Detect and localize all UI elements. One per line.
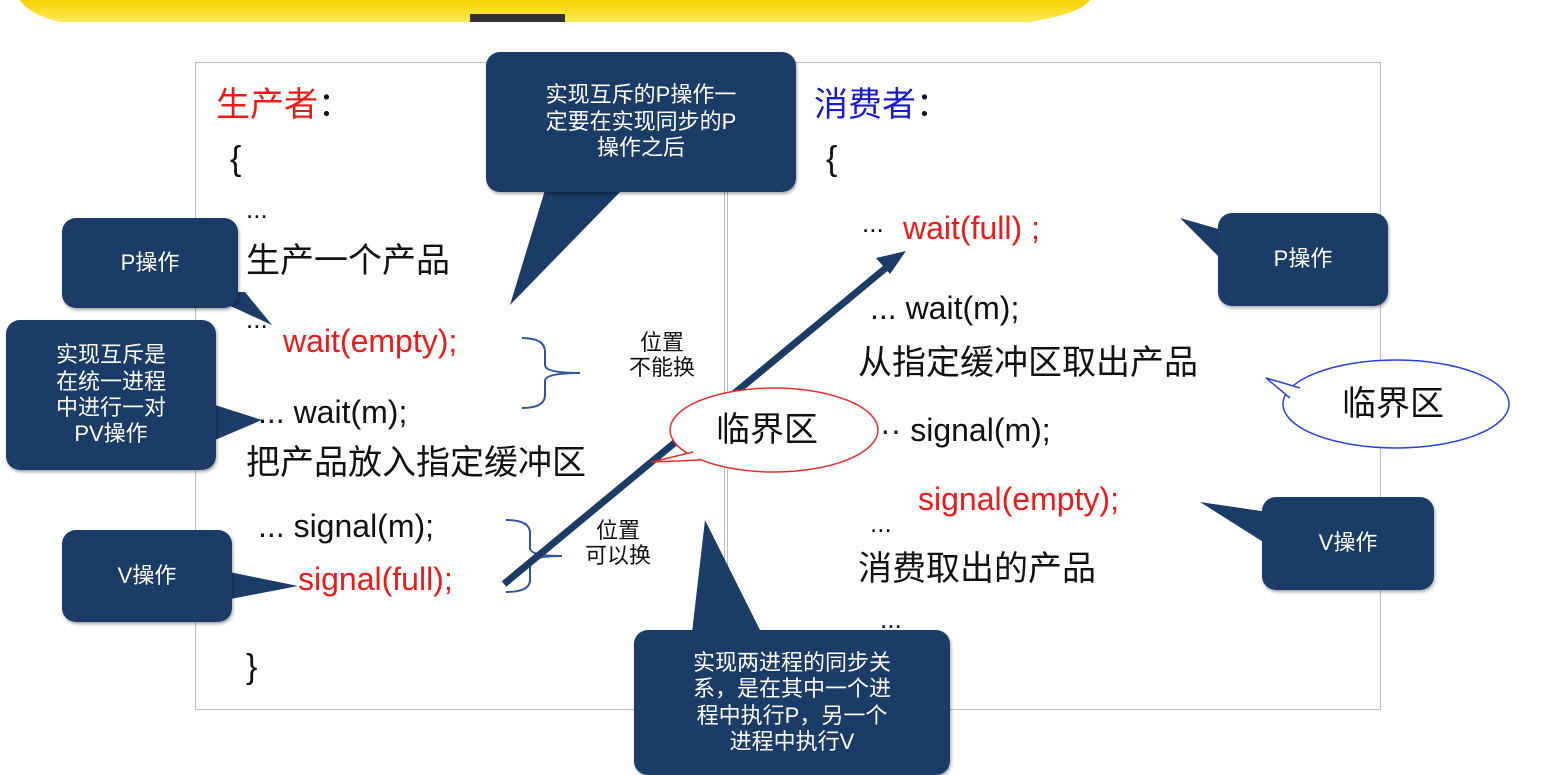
consumer-consume-line: 消费取出的产品 bbox=[858, 550, 1096, 588]
top-banner bbox=[20, 0, 1090, 22]
pointer-top-callout bbox=[510, 190, 620, 305]
callout-v-left-text: V操作 bbox=[117, 562, 177, 588]
consumer-wait-m: ... wait(m); bbox=[870, 290, 1020, 326]
consumer-open-brace: { bbox=[826, 140, 838, 178]
pointer-v-left bbox=[210, 568, 298, 603]
callout-p-right-text: P操作 bbox=[1273, 246, 1333, 272]
consumer-title: 消费者 bbox=[814, 86, 916, 124]
producer-produce-line: 生产一个产品 bbox=[246, 242, 450, 280]
producer-put-line: 把产品放入指定缓冲区 bbox=[246, 444, 586, 482]
critical-section-ellipse-right bbox=[1282, 359, 1510, 449]
producer-signal-m: ... signal(m); bbox=[258, 508, 435, 544]
consumer-take-line: 从指定缓冲区取出产品 bbox=[858, 344, 1198, 382]
producer-close-brace: } bbox=[246, 648, 258, 686]
pointer-p-right bbox=[1180, 218, 1222, 260]
producer-wait-empty: wait(empty); bbox=[283, 323, 458, 359]
pointer-mutex bbox=[215, 405, 262, 440]
producer-dots-top: ... bbox=[246, 194, 268, 224]
callout-v-right: V操作 bbox=[1262, 497, 1434, 590]
consumer-signal-empty: signal(empty); bbox=[918, 481, 1119, 517]
brace-can-swap bbox=[505, 519, 563, 593]
producer-colon: ： bbox=[318, 86, 352, 124]
critical-section-ellipse-center bbox=[669, 387, 879, 473]
callout-sync-relation: 实现两进程的同步关 系，是在其中一个进 程中执行P，另一个 进程中执行V bbox=[634, 630, 950, 775]
callout-mutex-order: 实现互斥的P操作一 定要在实现同步的P 操作之后 bbox=[486, 52, 796, 192]
producer-wait-m: ... wait(m); bbox=[258, 394, 408, 430]
consumer-panel bbox=[727, 62, 1381, 710]
consumer-dots-bottom: ... bbox=[870, 508, 892, 538]
callout-p-left: P操作 bbox=[62, 218, 238, 308]
callout-sync-relation-text: 实现两进程的同步关 系，是在其中一个进 程中执行P，另一个 进程中执行V bbox=[692, 649, 891, 754]
producer-title: 生产者 bbox=[216, 86, 318, 124]
sync-arrow-head bbox=[876, 251, 906, 274]
critical-section-label-right: 临界区 bbox=[1342, 385, 1444, 423]
callout-p-left-text: P操作 bbox=[120, 249, 180, 275]
consumer-title-row: 消费者： bbox=[814, 88, 950, 122]
brace-cannot-swap bbox=[521, 337, 581, 409]
consumer-dots-end: ... bbox=[880, 604, 902, 634]
consumer-colon: ： bbox=[916, 86, 950, 124]
callout-v-right-text: V操作 bbox=[1318, 530, 1378, 556]
consumer-wait-full: wait(full) ; bbox=[903, 210, 1040, 246]
callout-p-right: P操作 bbox=[1218, 213, 1388, 306]
producer-open-brace: { bbox=[230, 140, 242, 178]
consumer-dots-wait-full: ... bbox=[862, 208, 884, 238]
callout-v-left: V操作 bbox=[62, 530, 232, 622]
producer-title-row: 生产者： bbox=[216, 88, 352, 122]
consumer-signal-m: ·· signal(m); bbox=[880, 412, 1051, 448]
callout-mutex-same-process: 实现互斥是 在统一进程 中进行一对 PV操作 bbox=[6, 320, 216, 470]
note-cannot-swap: 位置 不能换 bbox=[628, 330, 695, 381]
pointer-sync bbox=[690, 520, 770, 650]
critical-section-label-center: 临界区 bbox=[716, 411, 818, 449]
pointer-v-right bbox=[1200, 502, 1268, 545]
producer-signal-full: signal(full); bbox=[298, 561, 453, 597]
callout-mutex-same-process-text: 实现互斥是 在统一进程 中进行一对 PV操作 bbox=[55, 342, 166, 447]
callout-mutex-order-text: 实现互斥的P操作一 定要在实现同步的P 操作之后 bbox=[545, 82, 737, 161]
note-can-swap: 位置 可以换 bbox=[584, 518, 651, 569]
